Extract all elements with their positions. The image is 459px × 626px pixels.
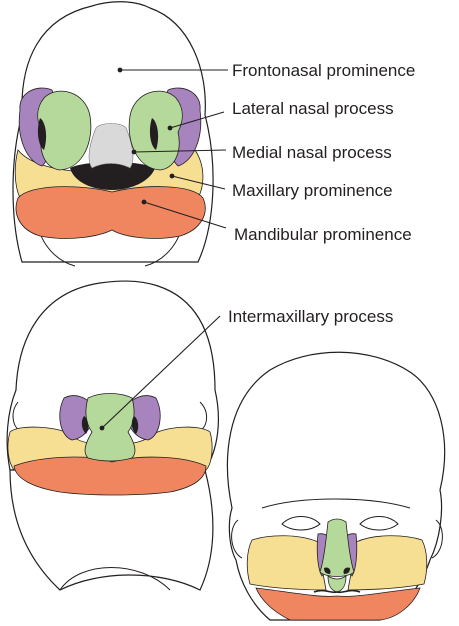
dot-frontonasal (118, 68, 123, 73)
dot-medial-nasal (132, 150, 137, 155)
dot-lateral-nasal (168, 126, 173, 131)
label-intermaxillary: Intermaxillary process (228, 307, 393, 326)
dot-intermaxillary (100, 426, 105, 431)
early-nasal-region (89, 124, 133, 169)
dot-mandibular (142, 200, 147, 205)
embryo-later-stage (7, 281, 218, 590)
embryo-early-stage (13, 2, 213, 266)
label-frontonasal: Frontonasal prominence (232, 61, 415, 80)
label-maxillary: Maxillary prominence (232, 181, 393, 200)
label-medial-nasal: Medial nasal process (232, 143, 392, 162)
dot-maxillary (170, 174, 175, 179)
label-lateral-nasal: Lateral nasal process (232, 99, 394, 118)
label-mandibular: Mandibular prominence (234, 225, 412, 244)
fetal-face (227, 352, 444, 620)
